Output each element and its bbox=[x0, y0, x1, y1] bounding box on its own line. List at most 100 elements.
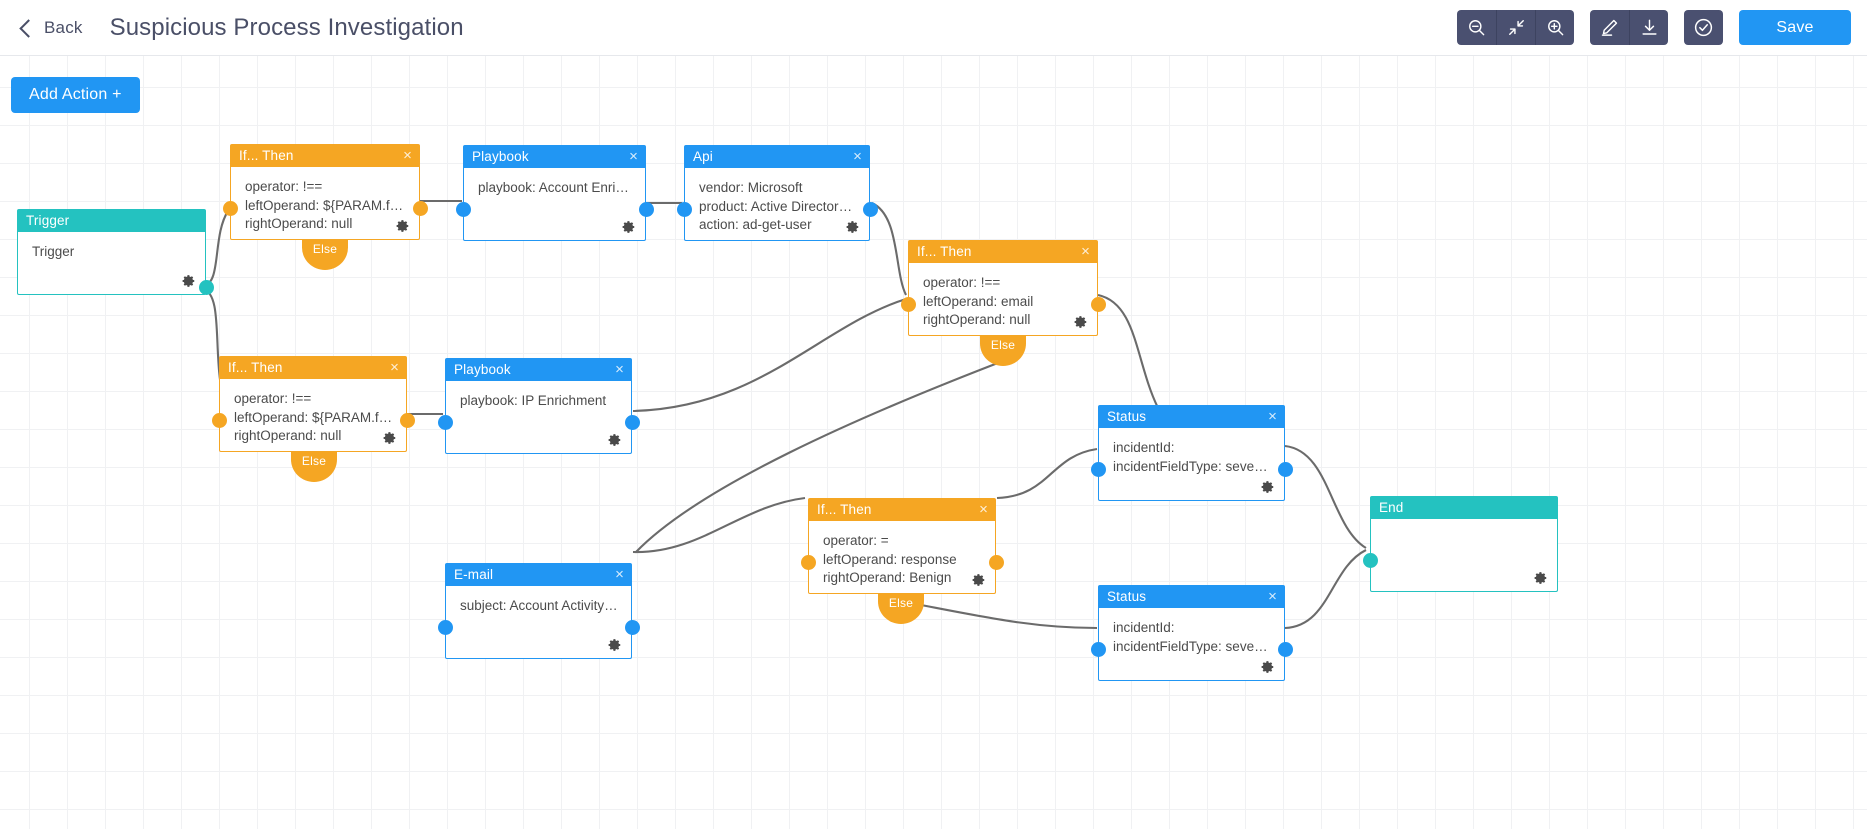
node-line: rightOperand: null bbox=[923, 312, 1031, 327]
close-icon[interactable]: × bbox=[615, 361, 624, 378]
node-line: subject: Account Activity C… bbox=[460, 598, 619, 613]
close-icon[interactable]: × bbox=[1268, 588, 1277, 605]
output-port[interactable] bbox=[1277, 642, 1293, 657]
edit-pencil-icon[interactable] bbox=[1590, 10, 1629, 45]
output-port[interactable] bbox=[862, 202, 878, 217]
save-button[interactable]: Save bbox=[1739, 10, 1851, 45]
input-port[interactable] bbox=[455, 202, 471, 217]
node-header: If... Then × bbox=[908, 240, 1098, 263]
input-port[interactable] bbox=[222, 201, 238, 216]
node-body: operator: !== leftOperand: ${PARAM.f68… … bbox=[230, 167, 420, 240]
input-port[interactable] bbox=[437, 415, 453, 430]
node-header: E-mail × bbox=[445, 563, 632, 586]
node-body: playbook: IP Enrichment bbox=[445, 381, 632, 454]
else-badge: Else bbox=[302, 240, 348, 270]
gear-icon[interactable] bbox=[972, 573, 986, 587]
input-port[interactable] bbox=[676, 202, 692, 217]
node-trigger[interactable]: Trigger Trigger bbox=[17, 209, 214, 295]
document-action-group bbox=[1590, 10, 1668, 45]
node-end[interactable]: End bbox=[1362, 496, 1558, 592]
output-port[interactable] bbox=[988, 555, 1004, 570]
node-header: Status × bbox=[1098, 585, 1285, 608]
output-port[interactable] bbox=[399, 413, 415, 428]
input-port[interactable] bbox=[1090, 462, 1106, 477]
check-circle-icon[interactable] bbox=[1684, 10, 1723, 45]
zoom-in-icon[interactable] bbox=[1535, 10, 1574, 45]
node-header: Api × bbox=[684, 145, 870, 168]
input-port[interactable] bbox=[211, 413, 227, 428]
add-action-button[interactable]: Add Action + bbox=[11, 77, 140, 113]
node-body: operator: = leftOperand: response rightO… bbox=[808, 521, 996, 594]
node-line: incidentId: bbox=[1113, 620, 1175, 635]
gear-icon[interactable] bbox=[608, 433, 622, 447]
gear-icon[interactable] bbox=[383, 431, 397, 445]
input-port[interactable] bbox=[900, 297, 916, 312]
node-if-then-2[interactable]: If... Then × operator: !== leftOperand: … bbox=[900, 240, 1106, 366]
output-port[interactable] bbox=[412, 201, 428, 216]
close-icon[interactable]: × bbox=[853, 148, 862, 165]
node-if-then-1[interactable]: If... Then × operator: !== leftOperand: … bbox=[222, 144, 428, 270]
node-title: Status bbox=[1107, 589, 1147, 604]
node-header: If... Then × bbox=[230, 144, 420, 167]
node-title: End bbox=[1379, 500, 1404, 515]
edge-if4else-status2 bbox=[899, 599, 1098, 630]
workflow-canvas[interactable]: Add Action + bbox=[0, 56, 1867, 829]
edge-trigger-if1 bbox=[202, 210, 229, 288]
node-email[interactable]: E-mail × subject: Account Activity C… bbox=[437, 563, 640, 659]
gear-icon[interactable] bbox=[396, 219, 410, 233]
input-port[interactable] bbox=[1362, 553, 1378, 568]
node-line: rightOperand: null bbox=[245, 216, 353, 231]
node-title: If... Then bbox=[817, 502, 872, 517]
node-line: leftOperand: email bbox=[923, 293, 1034, 309]
back-button[interactable]: Back bbox=[19, 18, 83, 38]
node-body: subject: Account Activity C… bbox=[445, 586, 632, 659]
fit-screen-icon[interactable] bbox=[1496, 10, 1535, 45]
node-playbook-2[interactable]: Playbook × playbook: IP Enrichment bbox=[437, 358, 640, 454]
close-icon[interactable]: × bbox=[629, 148, 638, 165]
gear-icon[interactable] bbox=[182, 274, 196, 288]
node-status-1[interactable]: Status × incidentId: incidentFieldType: … bbox=[1090, 405, 1293, 501]
node-line: rightOperand: null bbox=[234, 428, 342, 443]
gear-icon[interactable] bbox=[608, 638, 622, 652]
close-icon[interactable]: × bbox=[390, 359, 399, 376]
output-port[interactable] bbox=[638, 202, 654, 217]
close-icon[interactable]: × bbox=[1081, 243, 1090, 260]
node-title: E-mail bbox=[454, 567, 494, 582]
output-port[interactable] bbox=[1090, 297, 1106, 312]
node-if-then-3[interactable]: If... Then × operator: !== leftOperand: … bbox=[211, 356, 415, 482]
edge-status1-end bbox=[1284, 444, 1367, 549]
close-icon[interactable]: × bbox=[403, 147, 412, 164]
zoom-out-icon[interactable] bbox=[1457, 10, 1496, 45]
app-header: Back Suspicious Process Investigation bbox=[0, 0, 1867, 56]
gear-icon[interactable] bbox=[846, 220, 860, 234]
gear-icon[interactable] bbox=[1261, 480, 1275, 494]
node-if-then-4[interactable]: If... Then × operator: = leftOperand: re… bbox=[800, 498, 1004, 624]
gear-icon[interactable] bbox=[1261, 660, 1275, 674]
input-port[interactable] bbox=[800, 555, 816, 570]
close-icon[interactable]: × bbox=[615, 566, 624, 583]
validate-group bbox=[1684, 10, 1723, 45]
edge-api-if2 bbox=[871, 202, 907, 296]
node-title: Playbook bbox=[472, 149, 529, 164]
node-body: playbook: Account Enrich… bbox=[463, 168, 646, 241]
node-api[interactable]: Api × vendor: Microsoft product: Active … bbox=[676, 145, 878, 241]
output-port[interactable] bbox=[624, 620, 640, 635]
input-port[interactable] bbox=[437, 620, 453, 635]
node-title: Status bbox=[1107, 409, 1147, 424]
download-icon[interactable] bbox=[1629, 10, 1668, 45]
output-port[interactable] bbox=[1277, 462, 1293, 477]
gear-icon[interactable] bbox=[1534, 571, 1548, 585]
gear-icon[interactable] bbox=[622, 220, 636, 234]
input-port[interactable] bbox=[1090, 642, 1106, 657]
node-header: If... Then × bbox=[808, 498, 996, 521]
close-icon[interactable]: × bbox=[979, 501, 988, 518]
gear-icon[interactable] bbox=[1074, 315, 1088, 329]
node-playbook-1[interactable]: Playbook × playbook: Account Enrich… bbox=[455, 145, 654, 241]
node-title: If... Then bbox=[239, 148, 294, 163]
close-icon[interactable]: × bbox=[1268, 408, 1277, 425]
output-port[interactable] bbox=[624, 415, 640, 430]
node-line: product: Active Directory … bbox=[699, 198, 857, 214]
node-status-2[interactable]: Status × incidentId: incidentFieldType: … bbox=[1090, 585, 1293, 681]
output-port[interactable] bbox=[198, 280, 214, 295]
node-title: If... Then bbox=[228, 360, 283, 375]
